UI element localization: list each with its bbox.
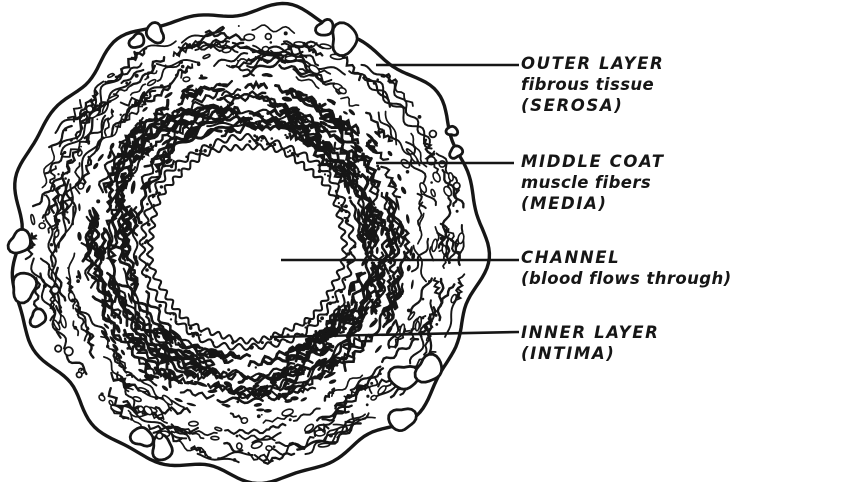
label-outer-layer-subtitle: fibrous tissue (521, 75, 655, 94)
label-outer-layer: OUTER LAYER fibrous tissue (SEROSA) (521, 53, 664, 116)
serosa-texture (23, 24, 466, 465)
media-outer-boundary-beads (77, 73, 416, 413)
label-inner-layer: INNER LAYER (INTIMA) (521, 322, 659, 364)
label-outer-layer-title: OUTER LAYER (521, 54, 665, 73)
label-middle-coat-title: MIDDLE COAT (521, 152, 665, 171)
label-channel: CHANNEL (blood flows through) (521, 247, 732, 289)
label-channel-subtitle: (blood flows through) (521, 269, 732, 288)
channel-lumen (154, 150, 340, 336)
label-middle-coat: MIDDLE COAT muscle fibers (MEDIA) (521, 151, 665, 214)
label-outer-layer-parenthetical: (SEROSA) (521, 96, 624, 115)
label-inner-layer-title: INNER LAYER (521, 323, 660, 342)
label-channel-title: CHANNEL (521, 248, 621, 267)
label-middle-coat-parenthetical: (MEDIA) (521, 194, 608, 213)
rim-vesicles (6, 18, 465, 462)
label-inner-layer-parenthetical: (INTIMA) (521, 344, 616, 363)
label-middle-coat-subtitle: muscle fibers (521, 173, 652, 192)
leader-lines (269, 63, 520, 339)
leader-line-inner-layer (269, 330, 520, 339)
